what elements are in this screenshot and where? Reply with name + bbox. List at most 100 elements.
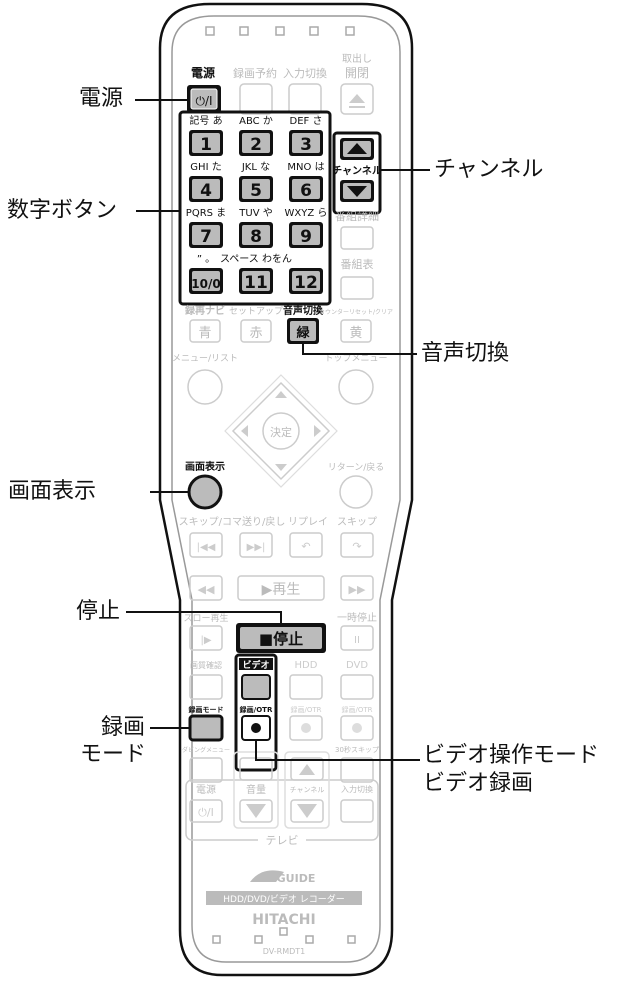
blue-button[interactable]: 青: [189, 319, 221, 343]
label-tv-input: 入力切換: [341, 784, 373, 794]
skip-fwd-button[interactable]: [340, 532, 374, 558]
replay-button[interactable]: [289, 532, 323, 558]
label-tv: テレビ: [266, 834, 299, 847]
numpad-key-caption: PQRS ま: [186, 207, 226, 219]
video-mode-button[interactable]: [241, 674, 271, 700]
skip-back-button[interactable]: [189, 532, 223, 558]
gguide-logo: GUIDE: [250, 870, 315, 885]
dpad[interactable]: 決定: [224, 374, 338, 488]
number-button[interactable]: 8: [239, 222, 273, 248]
red-button[interactable]: 赤: [240, 319, 272, 343]
number-button[interactable]: 11: [239, 268, 273, 294]
input-button[interactable]: [288, 83, 322, 115]
brand-logo: HITACHI: [252, 912, 315, 928]
rewind-button[interactable]: [189, 575, 223, 601]
callout-channel: チャンネル: [434, 157, 544, 182]
green-audio-button[interactable]: 緑: [287, 318, 319, 344]
number-button[interactable]: 6: [289, 176, 323, 202]
hdd-mode-button[interactable]: [289, 674, 323, 700]
label-counter: カウンターリセット/クリア: [319, 308, 393, 316]
label-skip-back: スキップ/コマ送り/戻し: [179, 515, 286, 528]
number-button-label: 12: [294, 273, 318, 293]
label-skip30: 30秒スキップ: [335, 745, 379, 754]
yellow-button[interactable]: 黄: [340, 319, 372, 343]
display-button[interactable]: [187, 474, 223, 510]
video-record-button[interactable]: [241, 715, 271, 741]
quality-button[interactable]: [189, 674, 223, 700]
frame-fwd-button[interactable]: [239, 532, 273, 558]
dubbing-button[interactable]: [189, 757, 223, 783]
svg-text:決定: 決定: [270, 425, 292, 439]
tv-channel-down-button[interactable]: [290, 799, 324, 823]
up-arrow-icon: [347, 143, 367, 154]
tv-channel-up-button[interactable]: [290, 757, 324, 781]
tv-power-button[interactable]: [189, 799, 223, 823]
channel-label: チャンネル: [332, 165, 382, 177]
top-dots: [205, 26, 355, 36]
number-button[interactable]: 1: [189, 130, 223, 156]
top-menu-button[interactable]: [338, 369, 374, 405]
label-setup: セットアップ: [229, 306, 283, 317]
eject-icon: [349, 94, 365, 108]
number-button-label: 6: [300, 181, 312, 201]
slow-button[interactable]: [189, 625, 223, 651]
svg-text:HDD/DVD/ビデオ レコーダー: HDD/DVD/ビデオ レコーダー: [223, 893, 344, 905]
volume-down-button[interactable]: [239, 799, 273, 823]
rec-mode-button[interactable]: [188, 714, 224, 742]
dvd-mode-button[interactable]: [340, 674, 374, 700]
numpad-frame: [178, 110, 332, 306]
skip30-button[interactable]: [340, 757, 374, 783]
svg-text:■停止: ■停止: [259, 630, 303, 648]
stop-button[interactable]: ■停止: [236, 623, 326, 653]
number-button[interactable]: 3: [289, 130, 323, 156]
play-button[interactable]: ▶再生: [237, 575, 325, 601]
callout-rec-mode-2: モード: [80, 742, 147, 767]
pause-button[interactable]: [340, 625, 374, 651]
number-button[interactable]: 5: [239, 176, 273, 202]
label-eject-2: 開閉: [345, 66, 369, 80]
record-icon: [251, 723, 261, 733]
timer-button[interactable]: [239, 83, 273, 115]
replay-icon: ↶: [301, 540, 310, 553]
label-navi: 録再ナビ: [185, 304, 225, 317]
dvd-record-button[interactable]: [340, 715, 374, 741]
frame-fwd-icon: ▶▶|: [247, 542, 266, 553]
number-button[interactable]: 9: [289, 222, 323, 248]
label-volume: 音量: [246, 783, 266, 796]
ff-icon: ▶▶: [349, 583, 366, 596]
numpad-key-caption: GHI た: [190, 161, 221, 173]
tv-channel-frame: [284, 751, 330, 829]
number-button[interactable]: 4: [189, 176, 223, 202]
program-detail-button[interactable]: [340, 226, 374, 250]
number-button-label: 11: [244, 273, 268, 293]
slow-icon: |▶: [200, 635, 211, 646]
label-dubbing: ダビングメニュー: [182, 746, 230, 754]
label-tv-channel: チャンネル: [290, 786, 325, 794]
pause-icon: II: [354, 635, 360, 646]
return-button[interactable]: [339, 475, 373, 509]
numpad-key-caption: ABC か: [239, 115, 273, 127]
power-button[interactable]: ⏻/I: [187, 85, 221, 113]
eject-button[interactable]: [340, 83, 374, 115]
channel-down-button[interactable]: [340, 180, 374, 202]
epg-button[interactable]: [340, 276, 374, 300]
label-top-menu: トップメニュー: [324, 353, 387, 364]
menu-button[interactable]: [187, 369, 223, 405]
label-display: 画面表示: [185, 460, 225, 473]
label-dvd: DVD: [346, 660, 368, 671]
number-button[interactable]: 10/0: [189, 268, 223, 294]
hdd-record-button[interactable]: [289, 715, 323, 741]
number-button[interactable]: 2: [239, 130, 273, 156]
skip-back-icon: |◀◀: [197, 542, 216, 553]
ff-button[interactable]: [340, 575, 374, 601]
number-button[interactable]: 7: [189, 222, 223, 248]
numpad-key-caption: TUV や: [238, 207, 272, 219]
number-button-label: 9: [300, 227, 312, 247]
tv-channel-up-icon: [299, 764, 315, 775]
number-button-label: 5: [250, 181, 262, 201]
callout-rec-mode-1: 録画: [101, 715, 146, 740]
number-button[interactable]: 12: [289, 268, 323, 294]
tv-input-button[interactable]: [340, 799, 374, 823]
channel-up-button[interactable]: [340, 138, 374, 160]
